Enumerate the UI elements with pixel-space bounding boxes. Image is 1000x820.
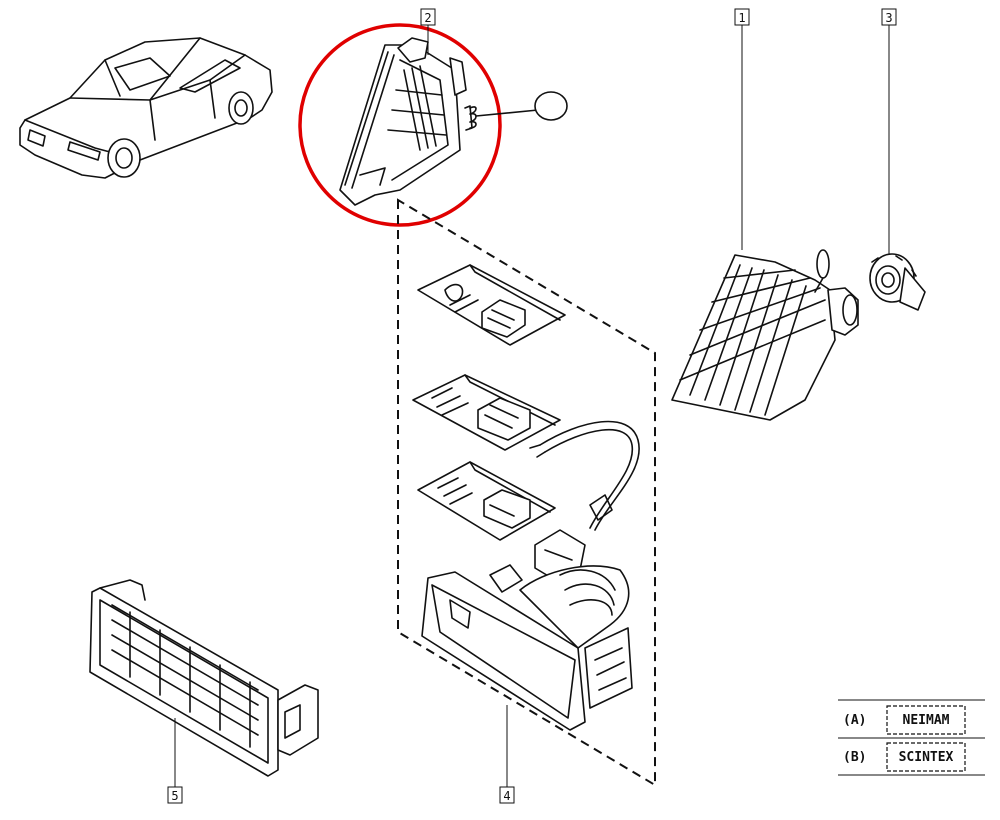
callout-1: 1 (734, 8, 750, 250)
callout-1-label: 1 (738, 11, 745, 25)
connector-bag-2 (412, 374, 561, 451)
part-3-bulb-holder (869, 253, 926, 311)
callout-5-label: 5 (171, 789, 178, 803)
part-5-lens (89, 579, 319, 777)
legend-value-b: SCINTEX (899, 750, 954, 765)
connector-bag-3 (417, 461, 556, 541)
highlight-circle (298, 23, 502, 227)
part-2-marker-lamp (298, 23, 568, 227)
supplier-legend: (A) NEIMAM (B) SCINTEX (838, 699, 985, 776)
kit-dashed-outline (397, 198, 656, 787)
kit-4-group (397, 198, 656, 787)
callout-3: 3 (881, 8, 897, 255)
legend-key-a: (A) (843, 713, 866, 728)
callout-2-label: 2 (424, 11, 431, 25)
part-1-corner-lamp (671, 249, 859, 421)
callout-4: 4 (499, 705, 515, 804)
callout-4-label: 4 (503, 789, 510, 803)
legend-key-b: (B) (843, 750, 866, 765)
callout-5: 5 (167, 718, 183, 804)
wiring-harness (529, 420, 640, 581)
car-illustration (19, 37, 273, 179)
callout-2: 2 (420, 8, 436, 55)
callout-3-label: 3 (885, 11, 892, 25)
lamp-housing (421, 564, 633, 731)
connector-bag-1 (417, 264, 566, 346)
legend-value-a: NEIMAM (903, 713, 950, 728)
